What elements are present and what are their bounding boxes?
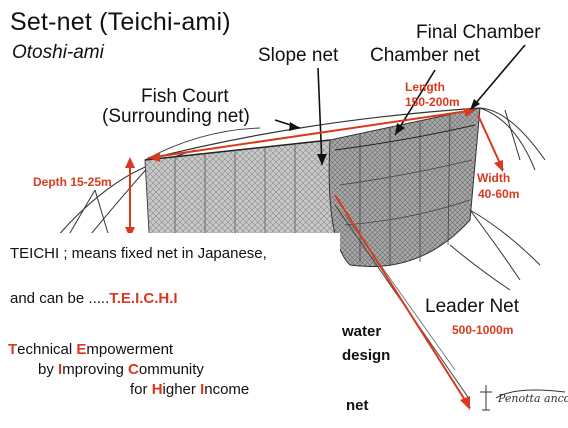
final-chamber-label: Final Chamber [416,22,541,44]
leader-net-length: 500-1000m [452,323,513,337]
width-label: Width [477,171,510,185]
tagline-cap-e: E [76,341,86,358]
tagline-cap-t: T [8,341,17,358]
tagline-row-1: Technical Empowerment [8,341,173,358]
chamber-net-label: Chamber net [370,45,480,67]
partial-text-design: design [342,347,390,364]
length-value: 150-200m [405,95,460,109]
tagline-by: by [38,361,58,378]
tagline-word-community: ommunity [139,361,204,378]
surrounding-net-label: (Surrounding net) [102,106,250,128]
tagline-row-2: by Improving Community [8,360,249,380]
chamber-net [329,108,480,267]
leader-net-label: Leader Net [425,296,519,318]
acronym-expansion: Technical Empowerment by Improving Commu… [8,340,249,400]
page-title: Set-net (Teichi-ami) [10,8,231,37]
tagline-for: for [130,381,152,398]
tagline-cap-h: H [152,381,163,398]
handwritten-signature: Penotta ancdi [497,392,568,405]
page-subtitle: Otoshi-ami [12,42,104,64]
teichi-acronym-line: and can be .....T.E.I.C.H.I [10,290,178,307]
teichi-definition: TEICHI ; means fixed net in Japanese, [10,245,267,262]
slope-net-label: Slope net [258,45,338,67]
acronym-prefix: and can be ..... [10,290,109,307]
tagline-word-income: ncome [204,381,249,398]
tagline-cap-c: C [128,361,139,378]
depth-label: Depth 15-25m [33,175,112,189]
acronym-text: T.E.I.C.H.I [109,290,177,307]
partial-text-water: water [342,323,381,340]
length-label: Length [405,80,445,94]
tagline-word-higher: igher [163,381,201,398]
tagline-word-technical: echnical [17,341,76,358]
fish-court-label: Fish Court [141,86,229,108]
tagline-word-empowerment: mpowerment [86,341,173,358]
tagline-row-3: for Higher Income [8,380,249,400]
tagline-word-improving: mproving [62,361,128,378]
partial-text-net: net [346,397,369,414]
width-value: 40-60m [478,187,519,201]
